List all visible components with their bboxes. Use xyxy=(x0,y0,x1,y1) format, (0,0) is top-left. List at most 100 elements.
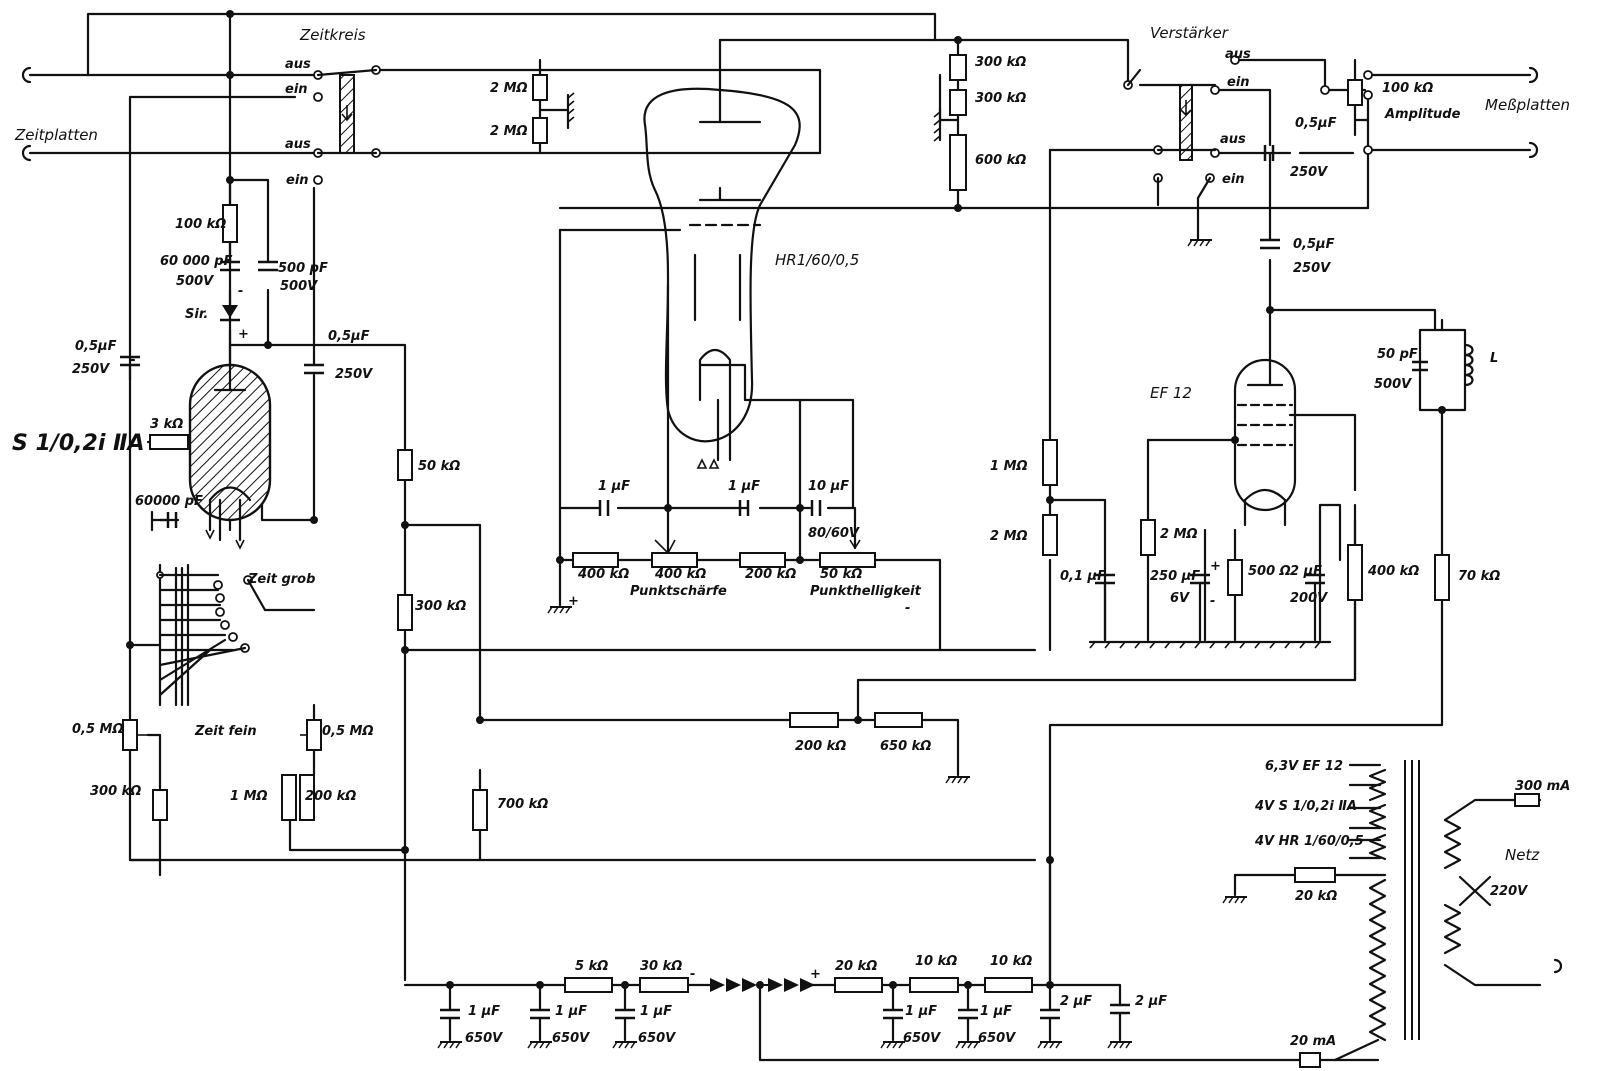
tube-hr1-crt xyxy=(643,87,801,469)
punktschaerfe-label: Punktschärfe xyxy=(630,584,727,599)
coil-L-label: L xyxy=(1490,351,1498,366)
val-r-700k: 700 kΩ xyxy=(497,797,548,812)
val-v-200: 200V xyxy=(1290,591,1328,606)
val-v-650-d: 650V xyxy=(903,1031,941,1046)
val-r-05m-a: 0,5 MΩ xyxy=(72,722,124,737)
val-r-20k-b: 20 kΩ xyxy=(1295,889,1337,904)
sir-label: Sir. xyxy=(185,307,208,322)
val-r-400k-b: 400 kΩ xyxy=(654,567,706,582)
cap-minus: - xyxy=(1210,594,1215,609)
val-v-250-a: 250V xyxy=(1290,165,1328,180)
val-c-01uf: 0,1 µF xyxy=(1060,569,1106,584)
val-c-10uf: 10 µF xyxy=(808,479,849,494)
sir-plus: + xyxy=(238,327,249,342)
ma20-label: 20 mA xyxy=(1290,1034,1336,1049)
val-r-100k: 100 kΩ xyxy=(175,217,226,232)
val-r-2m-d: 2 MΩ xyxy=(1160,527,1198,542)
val-v-6: 6V xyxy=(1170,591,1190,606)
zeitkreis-switch xyxy=(316,68,378,155)
junction-dots xyxy=(126,10,1446,989)
val-c-2uf-b: 2 µF xyxy=(1060,994,1092,1009)
power-transformer xyxy=(1299,760,1542,1068)
val-r-1m: 1 MΩ xyxy=(990,459,1028,474)
switch-ein-4: ein xyxy=(1222,172,1245,187)
zeitkreis-label: Zeitkreis xyxy=(299,26,366,44)
zeit-grob-label: Zeit grob xyxy=(247,572,315,587)
val-r-05m-b: 0,5 MΩ xyxy=(322,724,374,739)
val-r-70k: 70 kΩ xyxy=(1458,569,1500,584)
tube-hr-label: HR1/60/0,5 xyxy=(775,251,859,269)
capacitors xyxy=(120,145,1474,1042)
zeit-grob-switch xyxy=(156,566,316,707)
val-c-05uf-b: 0,5µF xyxy=(1293,237,1335,252)
val-r-2m-a: 2 MΩ xyxy=(490,81,528,96)
val-r-200k-a: 200 kΩ xyxy=(745,567,796,582)
val-r-300k-a: 300 kΩ xyxy=(975,55,1026,70)
val-v-650-a: 650V xyxy=(465,1031,503,1046)
switch-ein-1: ein xyxy=(285,82,308,97)
tube-s-label: S 1/0,2i ⅡA xyxy=(12,431,145,456)
tube-s1-thyratron xyxy=(188,358,272,550)
val-c-1uf-c: 1 µF xyxy=(468,1004,500,1019)
val-v-250-c: 250V xyxy=(72,362,110,377)
val-r-200k-c: 200 kΩ xyxy=(795,739,846,754)
val-c-1uf-g: 1 µF xyxy=(980,1004,1012,1019)
val-c-50pf: 50 pF xyxy=(1377,347,1418,362)
val-v-500-b: 500V xyxy=(280,279,318,294)
heater-ef12-label: 6,3V EF 12 xyxy=(1265,759,1343,774)
val-r-400k-a: 400 kΩ xyxy=(577,567,629,582)
val-c-1uf-b: 1 µF xyxy=(728,479,760,494)
punkthelligkeit-label: Punkthelligkeit xyxy=(810,584,922,599)
plus-mark-2: + xyxy=(810,967,821,982)
v220-label: 220V xyxy=(1490,884,1528,899)
val-r-300k-b: 300 kΩ xyxy=(975,91,1026,106)
tube-ef-label: EF 12 xyxy=(1150,384,1192,402)
val-v-80-60: 80/60V xyxy=(808,526,860,541)
zeit-fein-label: Zeit fein xyxy=(194,724,257,739)
val-c-2uf-c: 2 µF xyxy=(1135,994,1167,1009)
component-values: 300 kΩ 300 kΩ 600 kΩ 2 MΩ 2 MΩ 100 kΩ 0,… xyxy=(72,55,1500,1046)
cap-plus: + xyxy=(1210,559,1221,574)
verstaerker-switch xyxy=(1126,68,1217,247)
val-r-100k-amp: 100 kΩ xyxy=(1382,81,1433,96)
minus-mark-1: - xyxy=(690,967,695,982)
val-c-60000: 60 000 pF xyxy=(160,254,233,269)
val-v-250-b: 250V xyxy=(1293,261,1331,276)
val-v-650-c: 650V xyxy=(638,1031,676,1046)
messplatten-label: Meßplatten xyxy=(1485,96,1570,114)
wiring xyxy=(28,12,1532,1062)
val-r-400k-c: 400 kΩ xyxy=(1367,564,1419,579)
val-r-2m-c: 2 MΩ xyxy=(990,529,1028,544)
verstaerker-label: Verstärker xyxy=(1150,24,1229,42)
switch-aus-3: aus xyxy=(1225,47,1251,62)
zeitplatten-label: Zeitplatten xyxy=(14,126,98,144)
val-v-500-c: 500V xyxy=(1374,377,1412,392)
heater-hr1-label: 4V HR 1/60/0,5 xyxy=(1254,834,1364,849)
val-c-05uf-d: 0,5µF xyxy=(328,329,370,344)
heater-s1-label: 4V S 1/0,2i ⅡA xyxy=(1254,799,1357,814)
val-c-1uf-a: 1 µF xyxy=(598,479,630,494)
tube-ef12-pentode xyxy=(1233,358,1297,527)
val-c-2uf-a: 2 µF xyxy=(1290,564,1322,579)
val-c-1uf-f: 1 µF xyxy=(905,1004,937,1019)
val-r-500: 500 Ω xyxy=(1248,564,1291,579)
val-c-60000b: 60000 pF xyxy=(135,494,203,509)
amplitude-label: Amplitude xyxy=(1384,107,1461,122)
minus-mark-2: - xyxy=(905,601,910,616)
val-r-1m-b: 1 MΩ xyxy=(230,789,268,804)
val-r-300k-c: 300 kΩ xyxy=(415,599,466,614)
val-r-50k: 50 kΩ xyxy=(418,459,460,474)
val-r-10k-b: 10 kΩ xyxy=(990,954,1032,969)
val-v-500-a: 500V xyxy=(176,274,214,289)
val-r-3k: 3 kΩ xyxy=(150,417,183,432)
ground-symbols xyxy=(150,92,1332,1049)
val-c-05uf-c: 0,5µF xyxy=(75,339,117,354)
val-r-650k: 650 kΩ xyxy=(880,739,931,754)
ma300-label: 300 mA xyxy=(1515,779,1570,794)
val-c-1uf-e: 1 µF xyxy=(640,1004,672,1019)
val-r-5k: 5 kΩ xyxy=(575,959,608,974)
val-c-1uf-d: 1 µF xyxy=(555,1004,587,1019)
switch-aus-1: aus xyxy=(285,57,311,72)
val-r-200k-b: 200 kΩ xyxy=(305,789,356,804)
switch-aus-4: aus xyxy=(1220,132,1246,147)
